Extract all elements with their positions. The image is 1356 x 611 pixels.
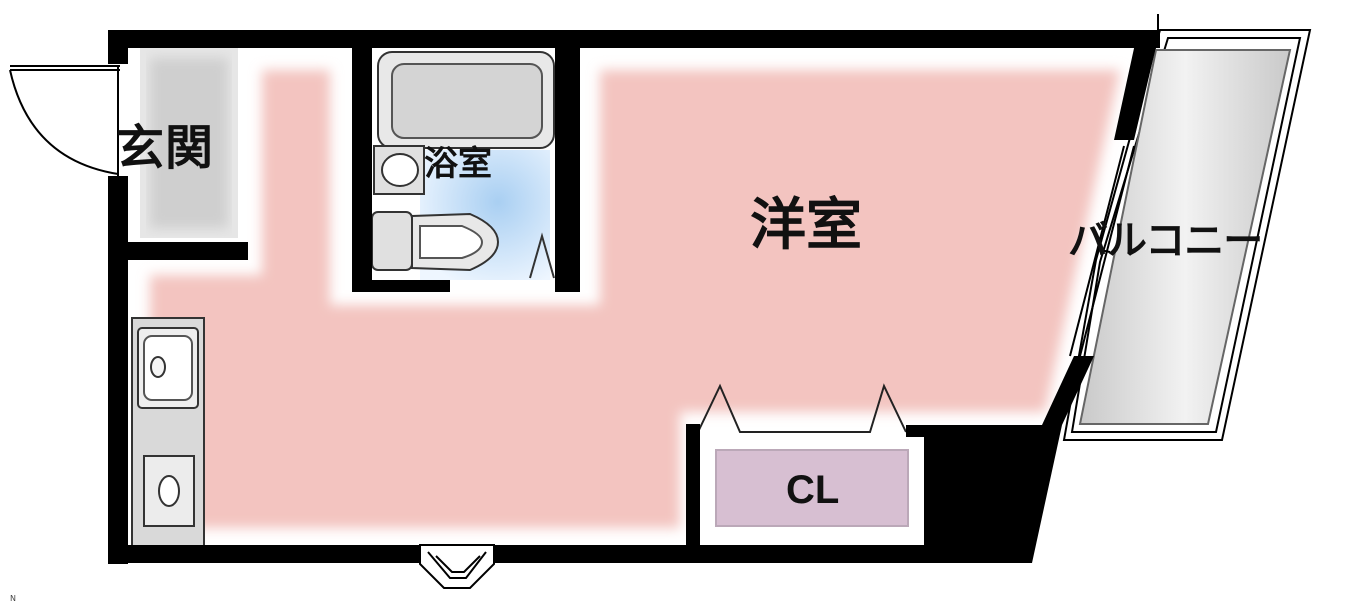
- balcony-label: バルコニー: [1068, 218, 1263, 264]
- balcony-window: [1069, 145, 1135, 357]
- compass-icon: N: [10, 594, 16, 603]
- bathroom-door-icon: [529, 232, 555, 279]
- kitchen-counter: [131, 317, 205, 547]
- balcony-area: [1062, 14, 1312, 441]
- toilet-icon: [371, 211, 500, 272]
- entrance-area: [140, 48, 238, 238]
- western-room-label: 洋室: [750, 193, 862, 258]
- closet-area: [697, 383, 924, 540]
- washbasin-icon: [373, 145, 425, 195]
- walls: [108, 30, 1160, 564]
- entrance-door-icon: [9, 65, 120, 176]
- bathtub-icon: [377, 51, 555, 149]
- entrance-label: 玄関: [116, 120, 215, 176]
- bathroom-label: 浴室: [424, 144, 492, 184]
- bathroom-area: [371, 48, 555, 280]
- bay-window-icon: [419, 544, 495, 589]
- closet-label: CL: [786, 468, 840, 512]
- stove-icon: [143, 455, 195, 527]
- closet-door-icon: [697, 383, 907, 433]
- western-room-floor: [132, 48, 1140, 545]
- sink-icon: [137, 327, 199, 409]
